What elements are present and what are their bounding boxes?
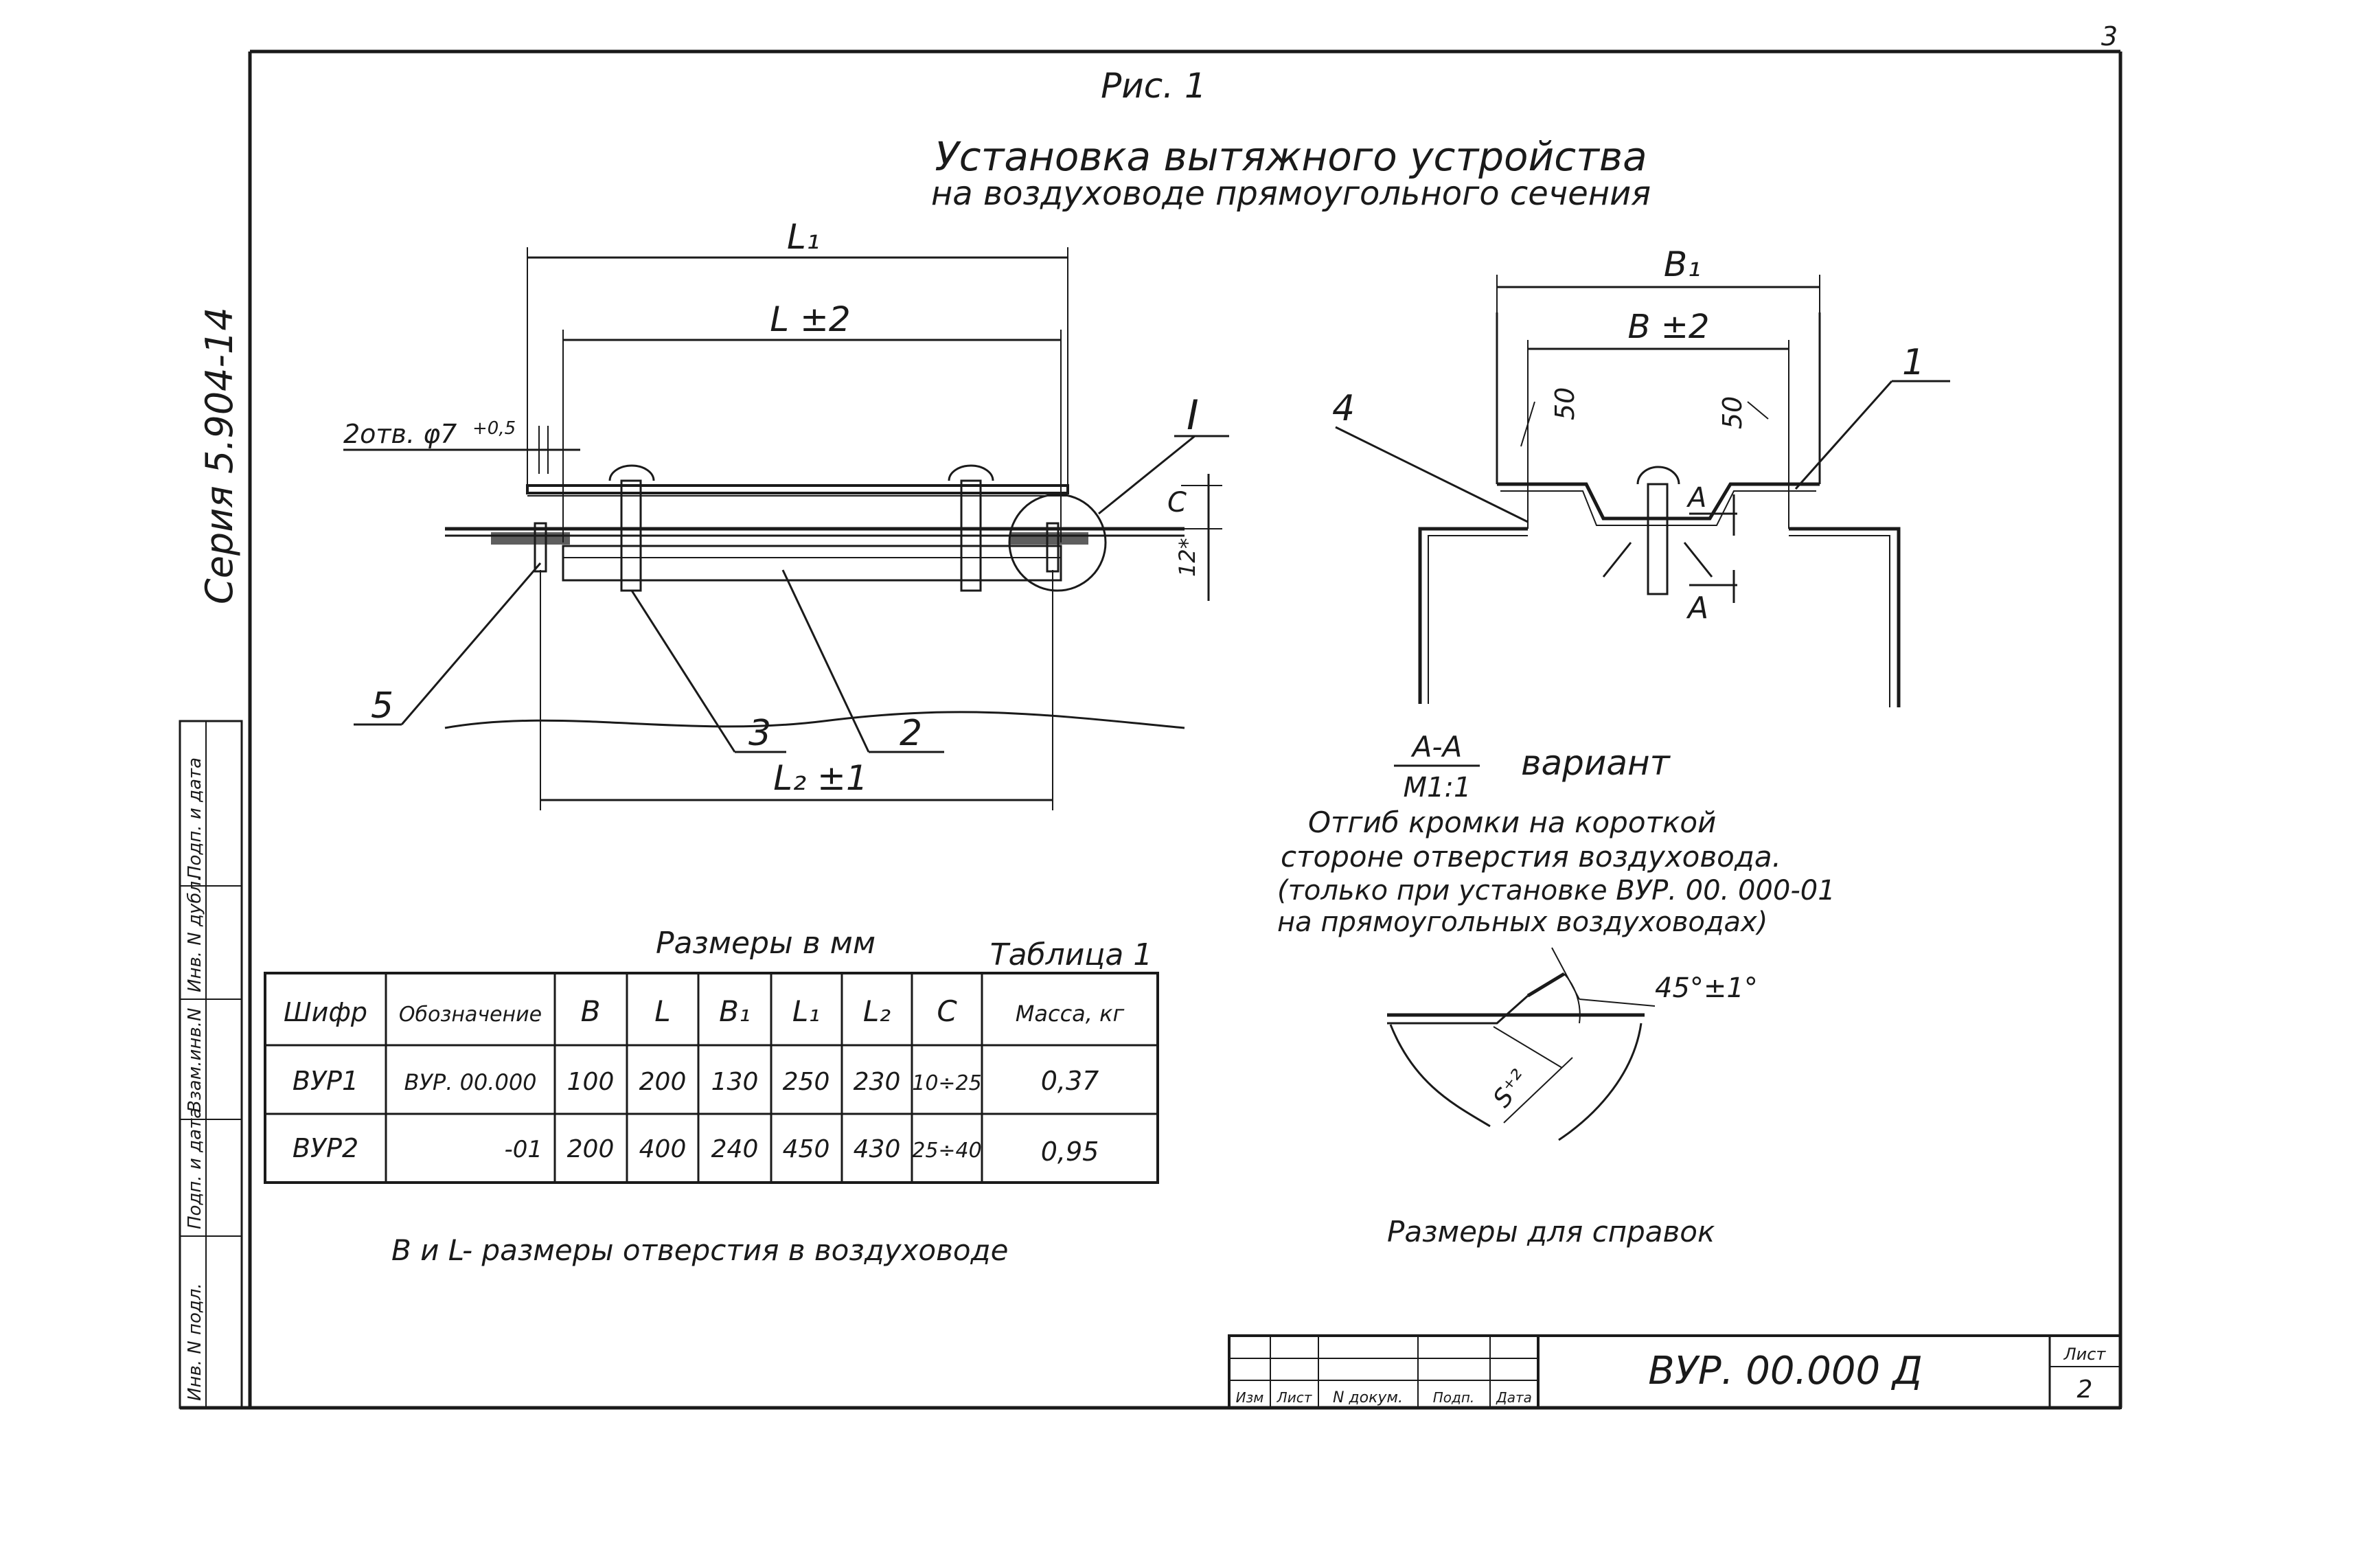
stamp-cell-2: Инв. N дубл. <box>185 876 205 992</box>
cell-r2-L2: 430 <box>854 1135 901 1163</box>
callout-5: 5 <box>371 685 393 727</box>
cell-r2-L: 400 <box>639 1135 687 1163</box>
section-A-A: А-А М1:1 вариант Отгиб кромки на коротко… <box>1277 730 1835 1248</box>
right-view: B₁ B ±2 50 50 4 1 A A <box>1332 244 1950 707</box>
section-mark-A-top: A <box>1686 482 1706 514</box>
cell-r2-B: 200 <box>567 1135 615 1163</box>
side-stamp: Подп. и дата Инв. N дубл. Взам.инв.N Под… <box>179 720 243 1409</box>
tb-col-list: Лист <box>1277 1389 1313 1406</box>
th-L2: L₂ <box>863 994 891 1028</box>
tb-sheet-label: Лист <box>2063 1345 2107 1364</box>
stamp-cell-4: Подп. и дата <box>185 1108 205 1229</box>
cell-r2-C: 25÷40 <box>912 1139 981 1163</box>
drawing-frame <box>180 49 2122 1410</box>
callout-1: 1 <box>1902 342 1925 383</box>
th-L1: L₁ <box>792 994 820 1028</box>
series-label: Серия 5.904-14 <box>198 307 241 604</box>
detail-mark-I: I <box>1187 391 1199 440</box>
section-label-top: А-А <box>1410 730 1463 764</box>
angle-label: 45°±1° <box>1655 972 1758 1004</box>
dim-12: 12* <box>1174 538 1200 577</box>
th-B: B <box>581 994 601 1028</box>
dim-L: L ±2 <box>770 299 850 339</box>
callout-2: 2 <box>900 713 922 754</box>
tb-col-izm: Изм <box>1236 1389 1264 1406</box>
figure-label: Рис. 1 <box>1101 66 1206 106</box>
cell-r2-mass: 0,95 <box>1041 1137 1099 1167</box>
section-variant: вариант <box>1521 743 1671 783</box>
cell-r1-B1: 130 <box>711 1068 759 1096</box>
callout-3: 3 <box>748 713 771 754</box>
th-C: C <box>937 994 957 1028</box>
cell-r1-code: ВУР1 <box>293 1066 358 1096</box>
section-mark-A-bottom: A <box>1686 591 1708 626</box>
reference-note: Размеры для справок <box>1387 1215 1715 1248</box>
table-caption: Размеры в мм <box>656 926 876 961</box>
cell-r2-L1: 450 <box>783 1135 830 1163</box>
dimension-table: Размеры в мм Таблица 1 Шифр Обозначение … <box>264 926 1159 1267</box>
th-mass: Масса, кг <box>1016 1001 1125 1027</box>
section-note-line1: Отгиб кромки на короткой <box>1308 806 1716 839</box>
tb-col-date: Дата <box>1496 1389 1532 1406</box>
dim-B: B ±2 <box>1628 308 1710 346</box>
tb-col-sign: Подп. <box>1433 1389 1475 1406</box>
left-view: I L₁ L ±2 L₂ ±1 C 12* 2отв. φ7 +0,5 5 <box>343 217 1229 810</box>
cell-r1-L2: 230 <box>854 1068 901 1096</box>
title-block: Изм Лист N докум. Подп. Дата ВУР. 00.000… <box>1228 1334 2122 1409</box>
tb-col-doc: N докум. <box>1333 1389 1403 1406</box>
holes-note: 2отв. φ7 <box>343 419 457 449</box>
cell-r1-L1: 250 <box>783 1068 830 1096</box>
dim-50-right: 50 <box>1717 396 1748 429</box>
section-note-line3: (только при установке ВУР. 00. 000-01 <box>1277 875 1835 906</box>
table-name: Таблица 1 <box>990 937 1153 972</box>
page-number: 3 <box>2101 21 2118 52</box>
table-footnote: B и L- размеры отверстия в воздуховоде <box>391 1233 1008 1267</box>
th-code: Шифр <box>284 997 367 1027</box>
th-L: L <box>654 994 670 1028</box>
cell-r1-L: 200 <box>639 1068 687 1096</box>
cell-r1-mass: 0,37 <box>1041 1066 1099 1096</box>
document-designation: ВУР. 00.000 Д <box>1648 1349 1922 1393</box>
dim-C: C <box>1167 487 1187 518</box>
th-B1: B₁ <box>719 994 751 1028</box>
cell-r1-designation: ВУР. 00.000 <box>404 1069 536 1095</box>
cell-r1-C: 10÷25 <box>912 1071 981 1095</box>
dim-L2: L₂ ±1 <box>773 758 868 798</box>
cell-r2-designation: -01 <box>504 1136 542 1163</box>
holes-tolerance: +0,5 <box>472 418 516 439</box>
callout-4: 4 <box>1332 388 1355 429</box>
figure-title-line2: на воздуховоде прямоугольного сечения <box>931 174 1651 213</box>
dim-L1: L₁ <box>787 217 820 257</box>
dim-S: S⁺² <box>1488 1065 1534 1113</box>
stamp-cell-3: Взам.инв.N <box>185 1008 205 1113</box>
dim-B1: B₁ <box>1664 244 1701 284</box>
stamp-cell-5: Инв. N подл. <box>185 1283 205 1401</box>
cell-r1-B: 100 <box>567 1068 615 1096</box>
th-designation: Обозначение <box>399 1003 542 1027</box>
stamp-cell-1: Подп. и дата <box>185 757 205 879</box>
cell-r2-B1: 240 <box>711 1135 759 1163</box>
section-scale: М1:1 <box>1404 772 1472 803</box>
cell-r2-code: ВУР2 <box>293 1133 358 1163</box>
section-note-line2: стороне отверстия воздуховода. <box>1281 840 1781 874</box>
tb-sheet-number: 2 <box>2077 1376 2093 1404</box>
dim-50-left: 50 <box>1550 387 1580 420</box>
figure-title-line1: Установка вытяжного устройства <box>935 133 1647 180</box>
section-note-line4: на прямоугольных воздуховодах) <box>1277 906 1767 938</box>
